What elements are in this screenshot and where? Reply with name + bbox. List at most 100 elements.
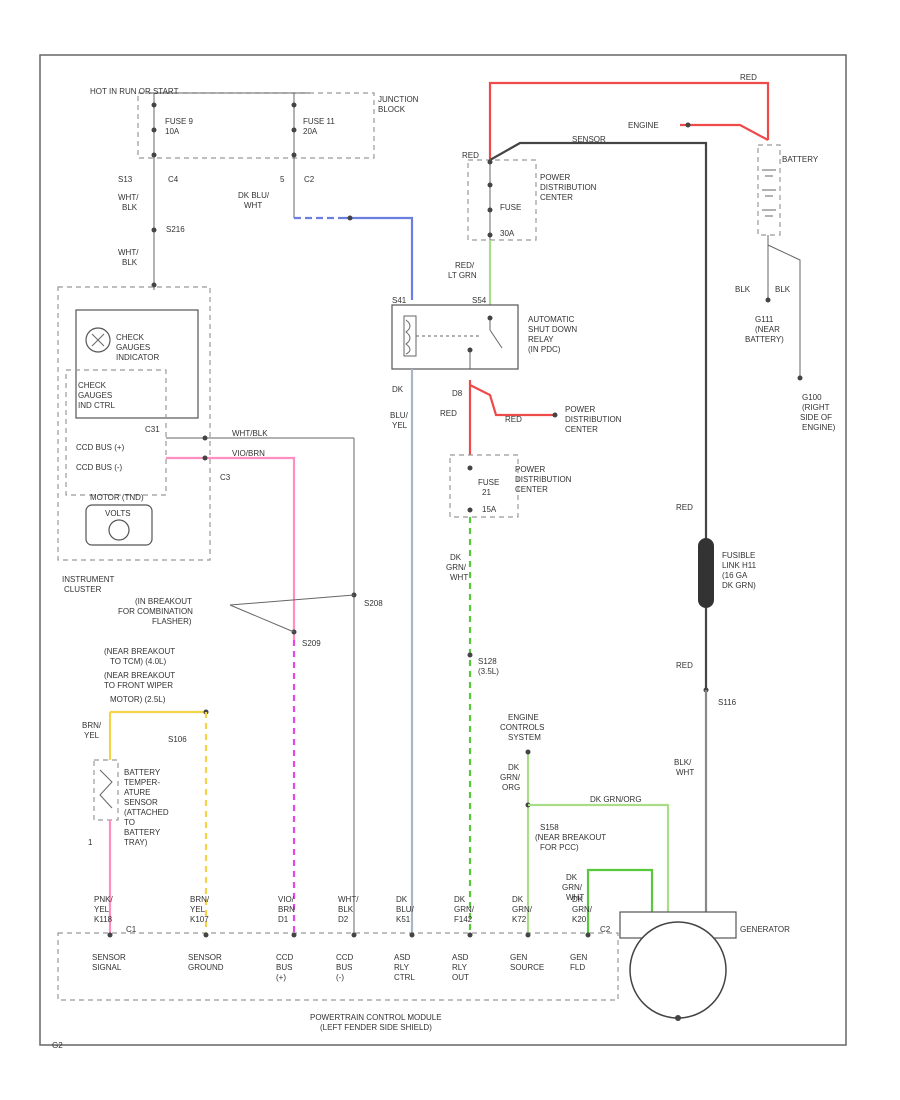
pcm-pin-label-1-0: SENSOR	[188, 953, 222, 962]
junction-block-name-2: BLOCK	[378, 105, 406, 114]
battery-engine-label-1: ENGINE	[628, 121, 659, 130]
pcm-pin-label-0-1: SIGNAL	[92, 963, 122, 972]
splice-s209: S209	[302, 639, 321, 648]
wht-blk-label-4: BLK	[122, 258, 138, 267]
pdc-top-fuse: FUSE	[500, 203, 521, 212]
wht-blk-label-3: WHT/	[118, 248, 139, 257]
junction-feed-label: HOT IN RUN OR START	[90, 87, 179, 96]
pcm-pin-4	[409, 932, 415, 938]
generator-label: GENERATOR	[740, 925, 790, 934]
pcm-wire-label-0-1: YEL	[94, 905, 110, 914]
pcm-pin-label-4-0: ASD	[394, 953, 411, 962]
tcm-note-4: TO FRONT WIPER	[104, 681, 173, 690]
junction-pin-c4: C4	[168, 175, 179, 184]
splice-s128-note: (3.5L)	[478, 667, 499, 676]
pcm-pin-label-3-2: (-)	[336, 973, 344, 982]
sensor-label-5: (ATTACHED	[124, 808, 169, 817]
wht-blk-top-label: WHT/BLK	[232, 429, 268, 438]
pcm-pin-label-2-2: (+)	[276, 973, 286, 982]
figure-id: G2	[52, 1041, 63, 1050]
pcm-pin-0	[107, 932, 113, 938]
pcm-wire-label-2-0: VIO/	[278, 895, 295, 904]
pcm-wire-label-7-0: DK	[572, 895, 584, 904]
dk-blu-wht-label-2: WHT	[244, 201, 262, 210]
red-label-pdc: RED	[505, 415, 522, 424]
pdc-mid-label-1: POWER	[565, 405, 595, 414]
check-gauges-indicator-1: CHECK	[116, 333, 145, 342]
splice-s116: S116	[718, 698, 737, 707]
red-label-relay: RED	[440, 409, 457, 418]
pcm-wire-label-5-0: DK	[454, 895, 466, 904]
red-lt-grn-label-2: LT GRN	[448, 271, 477, 280]
pcm-pin-label-6-1: SOURCE	[510, 963, 544, 972]
dk-grn-org-label-1: DK	[508, 763, 520, 772]
fuse11-label: FUSE 11	[303, 117, 335, 126]
splice-s216: S216	[166, 225, 185, 234]
pcm-pin-label-2-1: BUS	[276, 963, 292, 972]
generator-wires: DK GRN/ ORG DK GRN/ORG S158 (NEAR BREAKO…	[500, 749, 670, 935]
g111-label-2: (NEAR	[755, 325, 780, 334]
diagram-border	[39, 54, 847, 1046]
wht-blk-label-1: WHT/	[118, 193, 139, 202]
g100-label-2: (RIGHT	[802, 403, 830, 412]
cluster-pin-c3: C3	[220, 473, 231, 482]
pcm-pin-label-5-0: ASD	[452, 953, 469, 962]
pcm-pin-5	[467, 932, 473, 938]
combination-note-2: FOR COMBINATION	[118, 607, 193, 616]
pcm-pin-label-2-0: CCD	[276, 953, 294, 962]
fuse9-amp: 10A	[165, 127, 180, 136]
asd-label-1: AUTOMATIC	[528, 315, 575, 324]
cluster-pin-c31: C31	[145, 425, 160, 434]
pcm-columns: PNK/YELK118SENSORSIGNALBRN/YELK107SENSOR…	[92, 895, 593, 982]
pcm-wire-label-1-2: K107	[190, 915, 209, 924]
pdc-low-fuse-num: 21	[482, 488, 491, 497]
fuse9-label: FUSE 9	[165, 117, 194, 126]
fusible-link: RED FUSIBLE LINK H11 (16 GA DK GRN) RED …	[674, 503, 757, 912]
fusible-label-3: (16 GA	[722, 571, 748, 580]
vio-brn-label: VIO/BRN	[232, 449, 265, 458]
dk-blu-wht-wire: DK BLU/ WHT	[238, 191, 414, 300]
brn-yel-label-1: BRN/	[82, 721, 102, 730]
brn-yel-label-2: YEL	[84, 731, 100, 740]
junction-pin-5: 5	[280, 175, 285, 184]
dk-grn-org-label-2: GRN/	[500, 773, 521, 782]
blk-wht-label-2: WHT	[676, 768, 694, 777]
pcm-wire-label-3-0: WHT/	[338, 895, 359, 904]
pdc-top-label-2: DISTRIBUTION	[540, 183, 597, 192]
dk-grn-wht-label-3: WHT	[450, 573, 468, 582]
dk-grn-org-top: DK GRN/ORG	[590, 795, 642, 804]
red-lt-grn-wire: RED/ LT GRN	[448, 240, 492, 305]
pcm-pin-2	[291, 932, 297, 938]
asd-label-4: (IN PDC)	[528, 345, 561, 354]
cluster-name-2: CLUSTER	[64, 585, 102, 594]
pcm-wire-label-7-2: K20	[572, 915, 587, 924]
pcm-pin-label-3-1: BUS	[336, 963, 352, 972]
sensor-label-3: ATURE	[124, 788, 151, 797]
g100-label-3: SIDE OF	[800, 413, 832, 422]
sensor-label-8: TRAY)	[124, 838, 148, 847]
pdc-top: RED POWER DISTRIBUTION CENTER FUSE 30A	[462, 151, 597, 241]
asd-label-3: RELAY	[528, 335, 554, 344]
sensor-label-7: BATTERY	[124, 828, 161, 837]
dk-grn-wht-b-label-1: DK	[566, 873, 578, 882]
pdc-low-fuse: FUSE	[478, 478, 499, 487]
splice-s158: S158	[540, 823, 559, 832]
s106-label: S106	[168, 735, 187, 744]
cluster-ccd-minus: CCD BUS (-)	[76, 463, 123, 472]
pcm-pin-3	[351, 932, 357, 938]
g111-label-1: G111	[755, 315, 774, 324]
pdc-top-label-3: CENTER	[540, 193, 573, 202]
battery-engine-label-2: SENSOR	[572, 135, 606, 144]
red-lt-grn-label-1: RED/	[455, 261, 475, 270]
dk-blu-yel-label-1: DK	[392, 385, 404, 394]
junction-pin-c2: C2	[304, 175, 315, 184]
check-gauges-lamp	[85, 327, 111, 353]
pcm-wire-label-0-0: PNK/	[94, 895, 113, 904]
fusible-label-4: DK GRN)	[722, 581, 756, 590]
check-gauges-ctrl-3: IND CTRL	[78, 401, 115, 410]
tcm-note-5: MOTOR) (2.5L)	[110, 695, 166, 704]
battery-box	[757, 144, 781, 236]
pcm-name-2: (LEFT FENDER SIDE SHIELD)	[320, 1023, 432, 1032]
check-gauges-indicator-3: INDICATOR	[116, 353, 159, 362]
asd-pin-right: S54	[472, 296, 487, 305]
